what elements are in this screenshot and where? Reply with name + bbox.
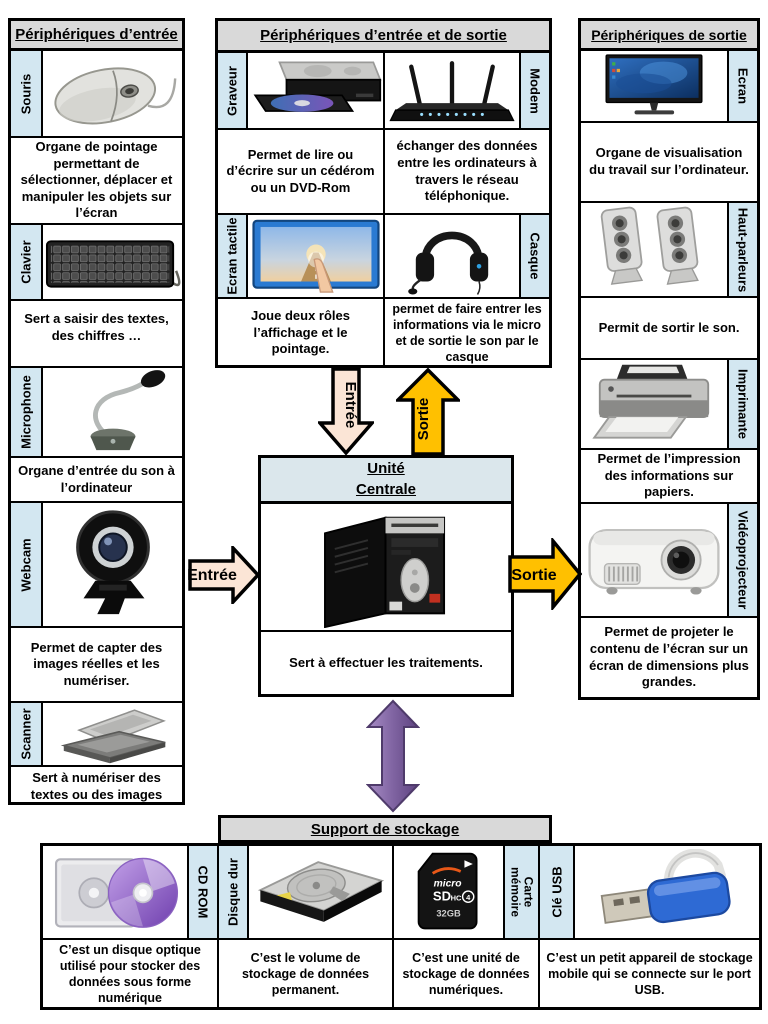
device-row-ecran: Ecran (581, 51, 757, 121)
device-row-clavier: Clavier (11, 223, 182, 299)
storage-desc-cdrom: C’est un disque optique utilisé pour sto… (43, 940, 219, 1008)
svg-text:Sortie: Sortie (511, 567, 556, 584)
svg-text:Sortie: Sortie (415, 398, 432, 441)
storage-label-cle-usb: Clé USB (540, 846, 575, 938)
microphone-icon (90, 370, 165, 451)
usb-key-icon (600, 849, 731, 924)
computer-tower-icon (324, 516, 446, 628)
storage-cell-carte-memoire: micro SD HC 4 32GB Carte mémoire (394, 846, 540, 938)
svg-text:Entrée: Entrée (188, 567, 237, 584)
device-desc-souris: Organe de pointage permettant de sélecti… (11, 136, 182, 223)
printer-icon (592, 364, 710, 439)
svg-text:32GB: 32GB (436, 908, 461, 918)
device-desc-graveur: Permet de lire ou d’écrire sur un cédéro… (218, 130, 385, 213)
device-label-imprimante: Imprimante (727, 360, 757, 448)
device-desc-haut-parleurs: Permit de sortir le son. (581, 296, 757, 358)
device-row-scanner: Scanner (11, 701, 182, 765)
device-desc-webcam: Permet de capter des images réelles et l… (11, 626, 182, 701)
storage-cell-cdrom: CD ROM (43, 846, 219, 938)
scanner-icon (60, 709, 166, 764)
output-up-arrow: Sortie (396, 367, 460, 456)
io-desc-row-2: Joue deux rôles l’affichage et le pointa… (218, 297, 549, 367)
input-down-arrow: Entrée (318, 367, 374, 456)
hard-drive-icon (257, 861, 384, 922)
device-label-videoprojecteur: Vidéoprojecteur (727, 504, 757, 616)
device-label-clavier: Clavier (11, 225, 43, 299)
device-desc-ecran-tactile: Joue deux rôles l’affichage et le pointa… (218, 299, 385, 367)
storage-table: CD ROM Disque dur (40, 843, 762, 1010)
device-label-graveur: Graveur (218, 53, 248, 128)
device-desc-ecran: Organe de visualisation du travail sur l… (581, 121, 757, 201)
device-row-webcam: Webcam (11, 501, 182, 626)
touchscreen-icon (251, 219, 380, 293)
storage-cell-disque-dur: Disque dur (219, 846, 394, 938)
projector-icon (588, 528, 720, 595)
keyboard-icon (45, 240, 180, 288)
device-desc-microphone: Organe d’entrée du son à l’ordinateur (11, 456, 182, 501)
device-label-casque: Casque (519, 215, 549, 297)
device-label-webcam: Webcam (11, 503, 43, 626)
central-unit-box: Unité Centrale Sert à effectuer les trai… (258, 455, 514, 697)
device-row-videoprojecteur: Vidéoprojecteur (581, 502, 757, 616)
io-devices-panel: Périphériques d’entrée et de sortie Grav… (215, 18, 552, 368)
speakers-icon (600, 206, 699, 285)
io-panel-title: Périphériques d’entrée et de sortie (218, 21, 549, 53)
dvd-drive-icon (253, 60, 382, 112)
storage-desc-carte-memoire: C’est une unité de stockage de données n… (394, 940, 540, 1008)
svg-text:4: 4 (466, 893, 471, 902)
central-unit-desc: Sert à effectuer les traitements. (261, 630, 511, 694)
router-icon (389, 60, 515, 121)
storage-panel-title: Support de stockage (218, 815, 552, 843)
io-desc-row-1: Permet de lire ou d’écrire sur un cédéro… (218, 128, 549, 213)
io-row-1: Graveur (218, 53, 549, 128)
io-row-2: Ecran tactile (218, 213, 549, 297)
memory-card-icon: micro SD HC 4 32GB (417, 852, 478, 930)
svg-text:SD: SD (432, 888, 450, 903)
device-label-modem: Modem (519, 53, 549, 128)
device-desc-casque: permet de faire entrer les informations … (392, 302, 542, 364)
storage-desc-cle-usb: C’est un petit appareil de stockage mobi… (546, 951, 753, 997)
svg-text:HC: HC (450, 893, 461, 902)
mouse-icon (53, 66, 176, 124)
device-desc-imprimante: Permet de l’impression des informations … (581, 448, 757, 502)
device-desc-videoprojecteur: Permet de projeter le contenu de l’écran… (581, 616, 757, 697)
device-label-microphone: Microphone (11, 368, 43, 456)
input-panel-title: Périphériques d’entrée (11, 21, 182, 51)
output-panel-title: Périphériques de sortie (581, 21, 757, 51)
monitor-icon (605, 54, 703, 115)
device-label-souris: Souris (11, 51, 43, 136)
input-right-arrow: Entrée (188, 546, 260, 604)
storage-double-arrow (366, 699, 420, 813)
storage-label-carte-memoire: Carte mémoire (503, 846, 538, 938)
central-unit-title: Unité Centrale (261, 458, 511, 504)
cd-icon (54, 857, 179, 928)
device-row-haut-parleurs: Haut-parleurs (581, 201, 757, 296)
output-right-arrow: Sortie (508, 538, 582, 610)
device-desc-scanner: Sert à numériser des textes ou des image… (11, 765, 182, 806)
device-label-haut-parleurs: Haut-parleurs (727, 203, 757, 296)
storage-label-disque-dur: Disque dur (219, 846, 249, 938)
device-row-souris: Souris (11, 51, 182, 136)
device-desc-clavier: Sert a saisir des textes, des chiffres … (11, 299, 182, 366)
input-devices-panel: Périphériques d’entrée Souris Organe de … (8, 18, 185, 805)
device-label-scanner: Scanner (11, 703, 43, 765)
headset-icon (408, 231, 489, 295)
svg-text:micro: micro (433, 878, 461, 889)
webcam-icon (75, 509, 150, 614)
output-devices-panel: Périphériques de sortie Ecran Organe de … (578, 18, 760, 700)
svg-text:Entrée: Entrée (342, 382, 359, 429)
storage-desc-disque-dur: C’est le volume de stockage de données p… (219, 940, 394, 1008)
device-row-microphone: Microphone (11, 366, 182, 456)
storage-cell-cle-usb: Clé USB (540, 846, 759, 938)
device-row-imprimante: Imprimante (581, 358, 757, 448)
device-label-ecran: Ecran (727, 51, 757, 121)
storage-label-cdrom: CD ROM (187, 846, 217, 938)
device-label-ecran-tactile: Ecran tactile (218, 215, 248, 297)
device-desc-modem: échanger des données entre les ordinateu… (396, 138, 538, 204)
